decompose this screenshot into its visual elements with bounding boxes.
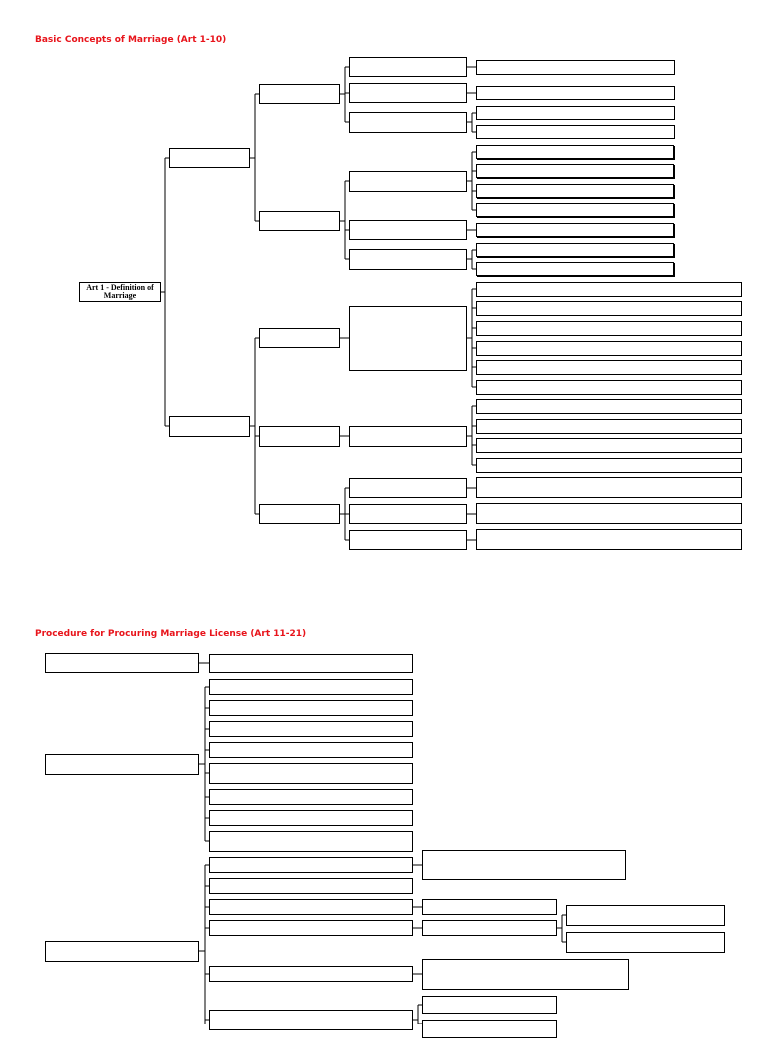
tree-node <box>476 262 674 276</box>
tree-node <box>349 83 467 103</box>
tree-node <box>349 504 467 524</box>
tree-node <box>349 478 467 498</box>
tree-node <box>566 905 725 926</box>
tree-node <box>349 112 467 133</box>
tree-node <box>566 932 725 953</box>
tree-node <box>349 171 467 192</box>
tree-node <box>45 653 199 673</box>
tree-node <box>349 306 467 371</box>
section-title-marriage-license: Procedure for Procuring Marriage License… <box>35 629 307 639</box>
tree-node <box>209 700 413 716</box>
tree-node <box>476 60 675 75</box>
tree-node <box>349 530 467 550</box>
tree-node <box>476 360 742 375</box>
tree-node <box>476 145 674 159</box>
tree-node <box>422 899 557 915</box>
tree-node <box>349 220 467 240</box>
tree-node <box>476 223 674 237</box>
tree-node <box>349 249 467 270</box>
tree-node <box>476 125 675 139</box>
tree-node <box>476 419 742 434</box>
tree-node <box>45 941 199 962</box>
tree-node <box>422 959 629 990</box>
tree-node <box>169 148 250 168</box>
tree-node <box>349 426 467 447</box>
tree-node <box>209 742 413 758</box>
tree-node <box>259 84 340 104</box>
tree-node <box>209 966 413 982</box>
tree-node <box>476 380 742 395</box>
tree-node <box>209 899 413 915</box>
tree-node <box>259 211 340 231</box>
tree-node <box>209 789 413 805</box>
tree-node <box>209 654 413 673</box>
tree-node <box>476 321 742 336</box>
tree-node <box>476 164 674 178</box>
tree-node <box>422 850 626 880</box>
tree-node <box>476 477 742 498</box>
tree-node <box>209 920 413 936</box>
tree-node <box>45 754 199 775</box>
tree-node <box>476 529 742 550</box>
tree-node <box>209 721 413 737</box>
root-node-art1-definition: Art 1 - Definition of Marriage <box>79 282 161 302</box>
tree-node <box>209 679 413 695</box>
section-title-basic-concepts: Basic Concepts of Marriage (Art 1-10) <box>35 35 227 45</box>
tree-node <box>476 399 742 414</box>
tree-node <box>476 503 742 524</box>
tree-node <box>476 203 674 217</box>
tree-node <box>476 86 675 100</box>
tree-node <box>209 810 413 826</box>
tree-node <box>476 301 742 316</box>
tree-node <box>476 243 674 257</box>
tree-node <box>476 438 742 453</box>
tree-node <box>209 763 413 784</box>
tree-node <box>476 458 742 473</box>
tree-node <box>476 184 674 198</box>
tree-node <box>259 328 340 348</box>
tree-node <box>422 996 557 1014</box>
tree-node <box>349 57 467 77</box>
tree-node <box>422 920 557 936</box>
tree-node <box>209 857 413 873</box>
tree-node <box>476 341 742 356</box>
tree-node <box>209 878 413 894</box>
tree-node <box>476 106 675 120</box>
tree-node <box>259 504 340 524</box>
tree-node <box>476 282 742 297</box>
tree-node <box>259 426 340 447</box>
tree-node <box>209 831 413 852</box>
tree-node <box>169 416 250 437</box>
